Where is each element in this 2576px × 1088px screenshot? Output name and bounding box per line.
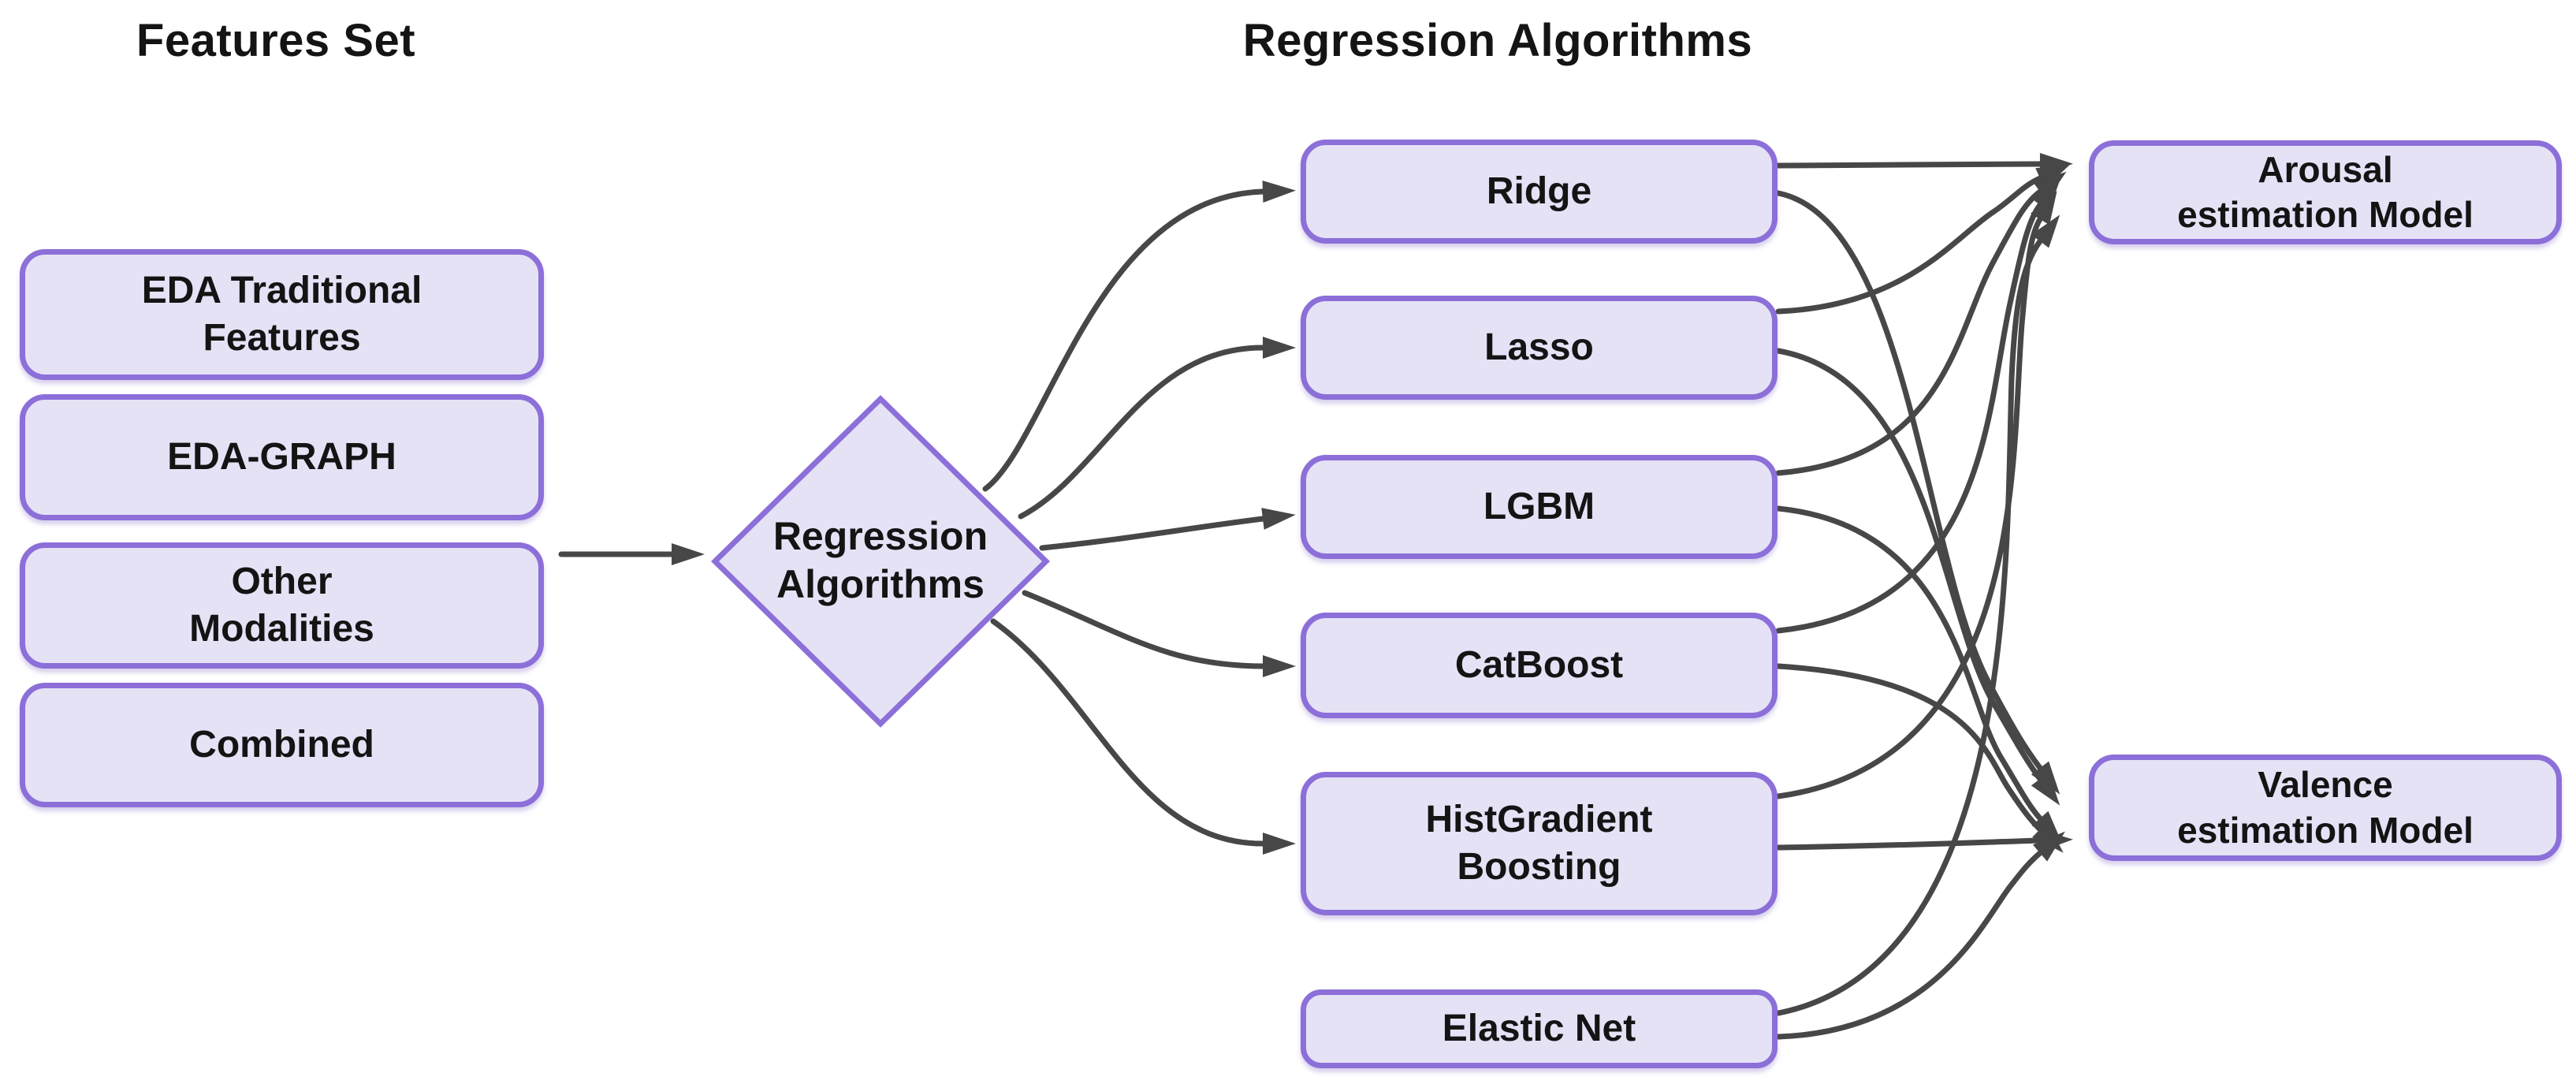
- algorithm-box-ridge: Ridge: [1301, 140, 1778, 244]
- arrow-diamond-to-ridge: [982, 181, 1296, 492]
- arrow-diamond-to-lasso: [1018, 337, 1296, 520]
- algorithm-box-catboost: CatBoost: [1301, 613, 1778, 718]
- arrow-elasticnet-to-arousal: [1775, 214, 2060, 1016]
- model-box-valence-estimation: Valence estimation Model: [2089, 755, 2562, 861]
- decision-diamond-shape: [711, 395, 1050, 728]
- decision-diamond-label: Regression Algorithms: [772, 514, 988, 606]
- arrow-lgbm-to-valence: [1775, 505, 2062, 844]
- algorithm-box-elastic-net: Elastic Net: [1301, 989, 1778, 1068]
- arrow-histgradient-to-valence: [1775, 829, 2073, 851]
- arrow-lgbm-to-arousal: [1775, 171, 2067, 476]
- algorithm-box-lasso: Lasso: [1301, 296, 1778, 400]
- arrow-catboost-to-arousal: [1775, 178, 2060, 634]
- arrow-diamond-to-histgradient: [990, 618, 1296, 855]
- arrow-catboost-to-valence: [1775, 663, 2064, 853]
- arrow-lasso-to-valence: [1775, 348, 2060, 806]
- feature-box-eda-graph: EDA-GRAPH: [20, 394, 544, 520]
- regression-algorithms-title: Regression Algorithms: [1242, 15, 1753, 66]
- arrow-ridge-to-valence: [1775, 190, 2060, 795]
- feature-box-eda-traditional-features: EDA Traditional Features: [20, 249, 544, 380]
- arrow-diamond-to-lgbm: [1039, 508, 1296, 551]
- feature-box-other-modalities: Other Modalities: [20, 542, 544, 669]
- model-box-arousal-estimation: Arousal estimation Model: [2089, 140, 2562, 244]
- arrow-lasso-to-arousal: [1775, 164, 2071, 315]
- arrow-ridge-to-arousal: [1775, 153, 2073, 175]
- feature-box-combined: Combined: [20, 683, 544, 807]
- arrow-elasticnet-to-valence: [1775, 831, 2065, 1040]
- algorithm-box-histgradient-boosting: HistGradient Boosting: [1301, 772, 1778, 915]
- arrow-diamond-to-catboost: [1022, 590, 1296, 677]
- algorithm-box-lgbm: LGBM: [1301, 455, 1778, 559]
- features-set-title: Features Set: [136, 15, 416, 66]
